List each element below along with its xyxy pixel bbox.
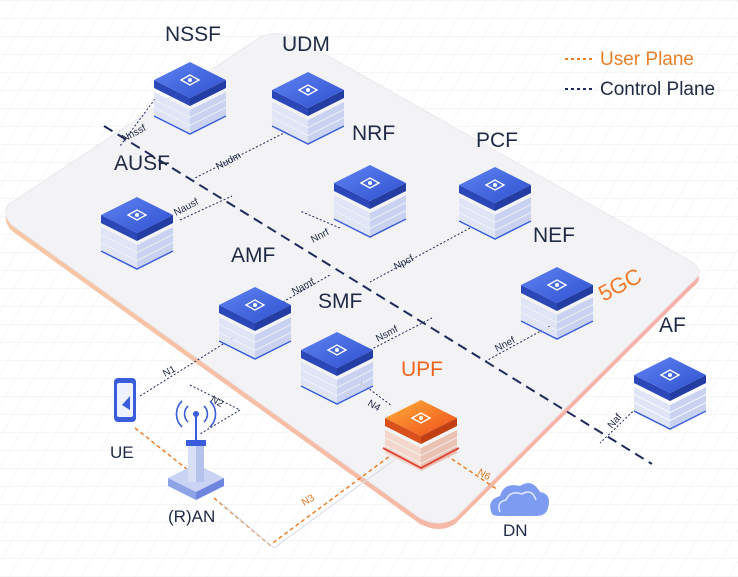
- network-node-icon: [659, 369, 681, 381]
- smartphone-icon: [114, 378, 136, 422]
- network-node-icon: [297, 84, 319, 96]
- policy-grid-icon: [484, 179, 506, 191]
- node-nef: [520, 267, 594, 340]
- label-nef: NEF: [533, 224, 575, 247]
- label-upf: UPF: [401, 358, 443, 381]
- node-udm: [271, 72, 345, 145]
- label-udm: UDM: [282, 33, 330, 56]
- pipeline-icon: [326, 344, 348, 356]
- label-pcf: PCF: [476, 129, 518, 152]
- label-ue: UE: [110, 443, 134, 462]
- legend-user-plane: User Plane: [600, 49, 694, 70]
- node-nssf: [153, 62, 227, 135]
- control-plane-links: [119, 98, 651, 444]
- node-pcf: [458, 167, 532, 240]
- network-node-icon: [126, 209, 148, 221]
- iface-n1: N1: [161, 364, 178, 380]
- label-ausf: AUSF: [114, 152, 170, 175]
- node-smf: [300, 332, 374, 405]
- network-node-icon: [410, 412, 432, 424]
- label-smf: SMF: [318, 290, 362, 313]
- node-nrf: [333, 165, 407, 238]
- network-node-icon: [546, 279, 568, 291]
- label-nssf: NSSF: [165, 23, 221, 46]
- globe-icon: [359, 177, 381, 189]
- label-amf: AMF: [231, 244, 275, 267]
- label-dn: DN: [503, 521, 528, 540]
- label-nrf: NRF: [352, 122, 395, 145]
- control-bus-line: [103, 125, 653, 465]
- legend: User Plane Control Plane: [565, 49, 715, 100]
- node-af: [633, 357, 707, 430]
- legend-control-plane: Control Plane: [600, 79, 715, 100]
- node-amf: [218, 287, 292, 360]
- node-ausf: [100, 197, 174, 270]
- network-node-icon: [244, 299, 266, 311]
- antenna-tower-icon: [168, 400, 224, 500]
- cloud-icon: [490, 483, 549, 516]
- node-upf: [382, 400, 460, 471]
- label-af: AF: [659, 314, 686, 337]
- network-hub-icon: [179, 74, 201, 86]
- label-ran: (R)AN: [168, 507, 215, 526]
